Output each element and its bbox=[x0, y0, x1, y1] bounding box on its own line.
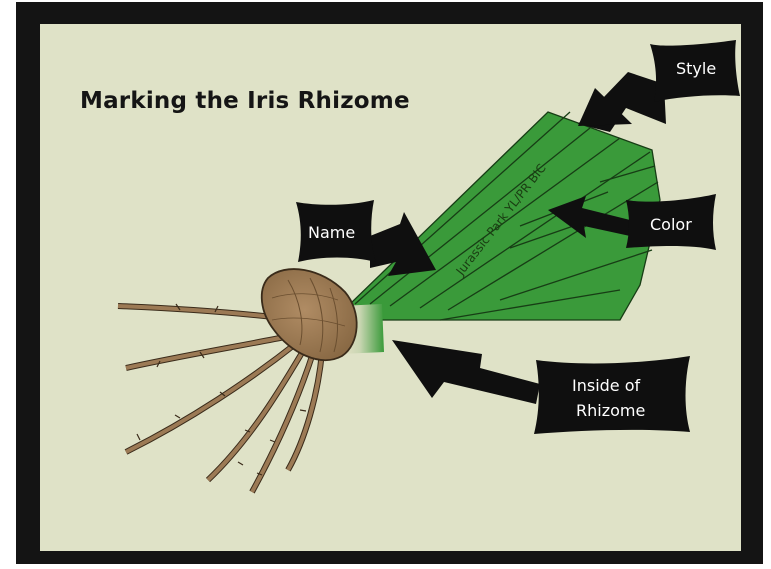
inside-callout: Inside of Rhizome bbox=[392, 340, 690, 434]
inside-arrow bbox=[392, 340, 540, 404]
name-label: Name bbox=[308, 223, 355, 242]
color-label: Color bbox=[650, 215, 692, 234]
inside-label-box bbox=[534, 356, 690, 434]
name-callout: Name bbox=[296, 200, 436, 276]
inside-label-line2: Rhizome bbox=[576, 401, 645, 420]
style-callout: Style bbox=[578, 40, 740, 132]
rhizome bbox=[262, 269, 357, 360]
style-label: Style bbox=[676, 59, 716, 78]
inside-label-line1: Inside of bbox=[572, 376, 641, 395]
